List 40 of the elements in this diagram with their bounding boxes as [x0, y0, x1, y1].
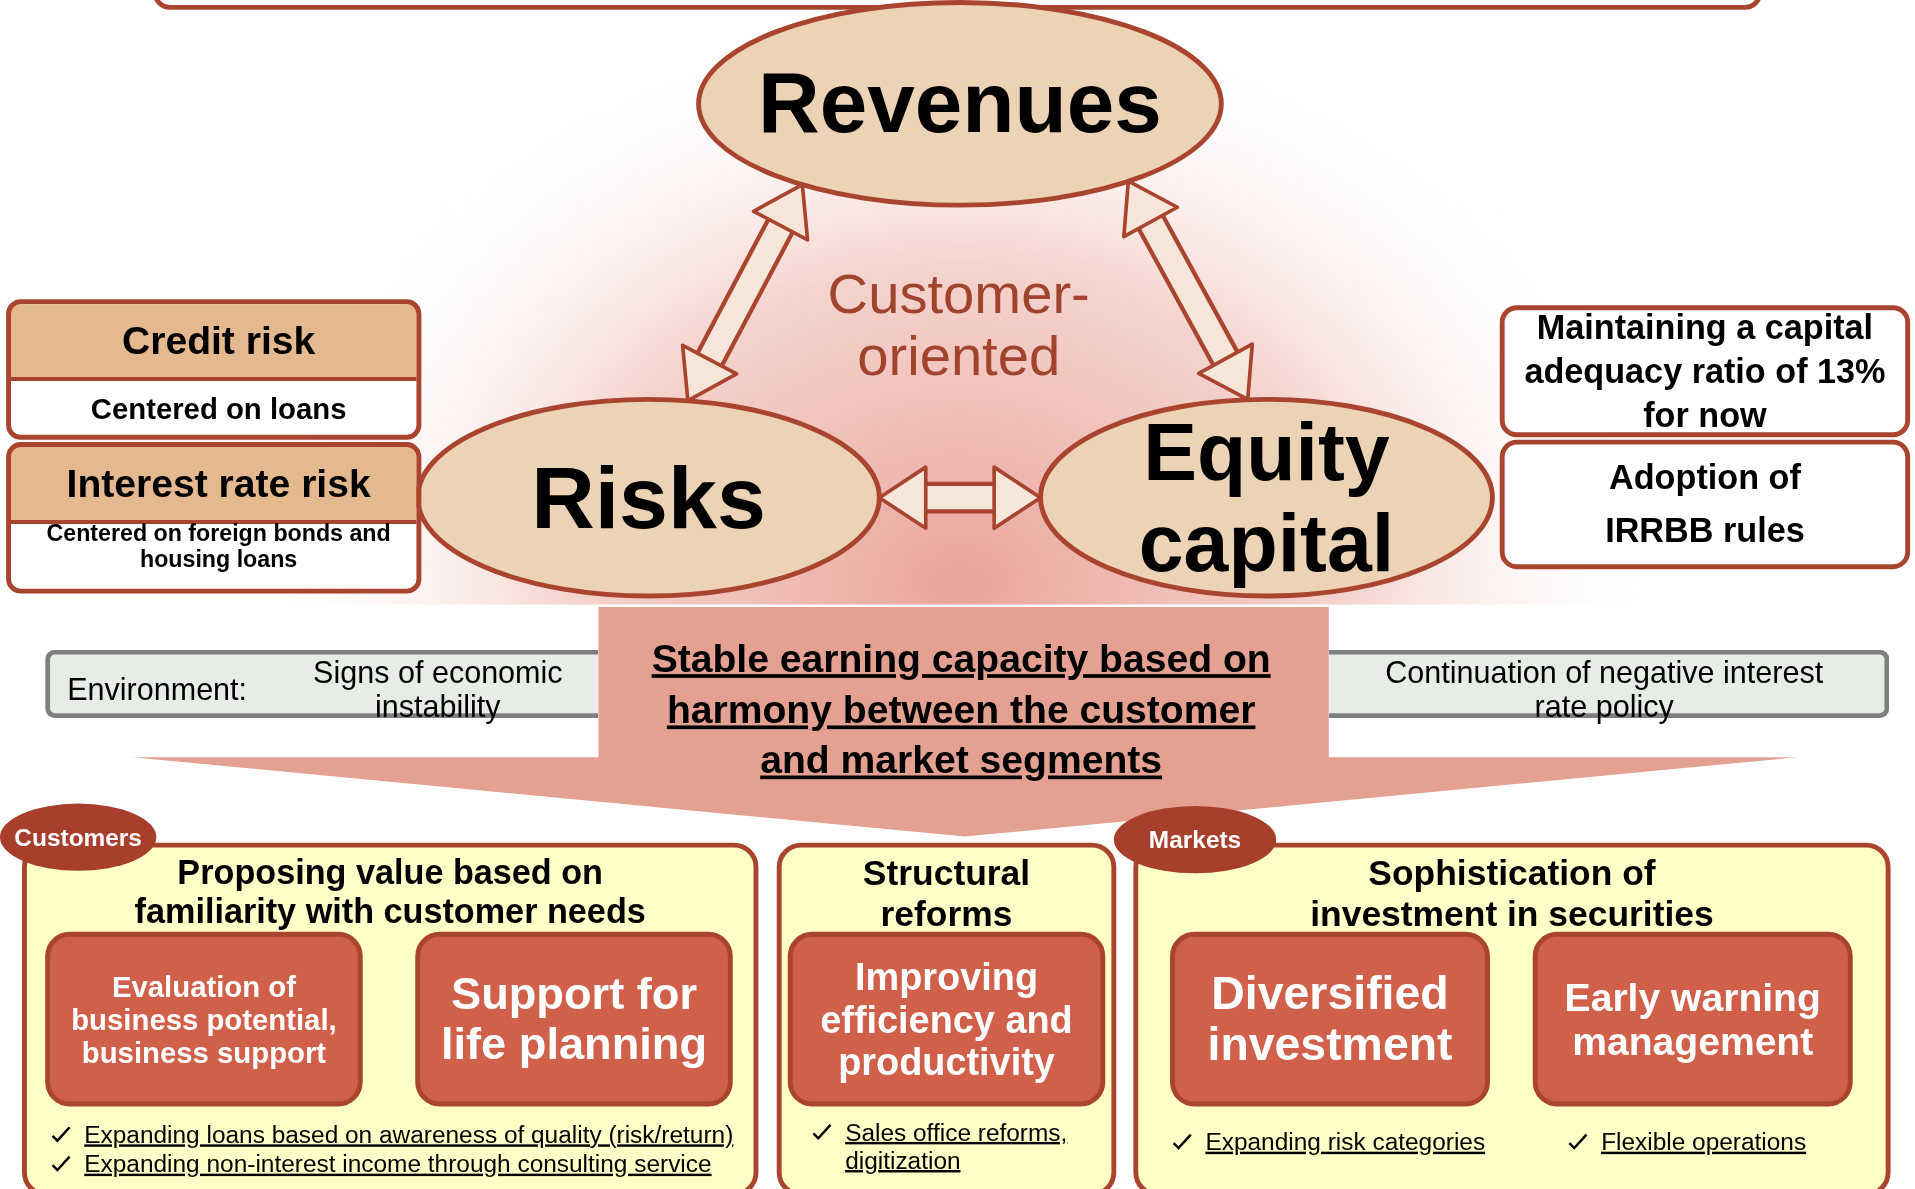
description: Centered on loans	[89, 392, 348, 426]
bullet-text: Sales office reforms, digitization	[845, 1118, 1069, 1174]
center-label: Customer-oriented	[826, 262, 1091, 387]
risk-box	[6, 299, 422, 440]
node-label: Customers	[13, 823, 143, 851]
node-label: Risks	[530, 448, 767, 548]
node-label: Evaluation of business potential, business support	[70, 969, 338, 1069]
node-label: Early warning management	[1563, 975, 1822, 1064]
node-label: Equity capital	[1137, 406, 1396, 589]
bullet-text: Expanding risk categories	[1205, 1128, 1487, 1157]
environment-text: Continuation of negative interest rate policy	[1384, 654, 1825, 724]
environment-text: Signs of economic instability	[312, 654, 564, 724]
bullet-text: Expanding loans based on awareness of quality (risk/return)	[84, 1121, 735, 1149]
node-label: Diversified investment	[1206, 966, 1454, 1072]
risk-box	[6, 442, 422, 594]
node-label: Adoption of IRRBB rules	[1604, 457, 1806, 552]
heading: Interest rate risk	[65, 461, 372, 506]
heading: Structural reforms	[861, 853, 1032, 934]
strategy-box	[415, 931, 733, 1107]
bullet-text: Flexible operations	[1601, 1128, 1808, 1157]
heading: Proposing value based on familiarity with customer needs	[133, 853, 647, 931]
strategy-panel	[776, 842, 1117, 1189]
strategy-box	[1170, 931, 1490, 1107]
ellipse-node	[696, 0, 1224, 208]
node-label: Support for life planning	[439, 968, 709, 1071]
bullet-text: Expanding non-interest income through consulting service	[84, 1150, 713, 1179]
node-label: Maintaining a capital adequacy ratio of 13% for now	[1523, 307, 1887, 436]
node-label: Improving efficiency and productivity	[819, 955, 1074, 1084]
ellipse-node	[1038, 396, 1495, 599]
description: Centered on foreign bonds and housing loans	[45, 520, 392, 573]
node-label: Revenues	[756, 55, 1163, 153]
text-box	[1499, 439, 1911, 570]
heading: Credit risk	[120, 318, 317, 363]
strategy-box	[1532, 931, 1853, 1107]
heading: Sophistication of investment in securities	[1309, 853, 1715, 934]
strategy-box	[45, 931, 363, 1107]
node-label: Markets	[1147, 825, 1243, 854]
strategy-box	[787, 931, 1106, 1107]
banner-text: Stable earning capacity based on harmony between the customer and market segments	[650, 635, 1272, 784]
environment-label: Environment:	[67, 671, 249, 707]
